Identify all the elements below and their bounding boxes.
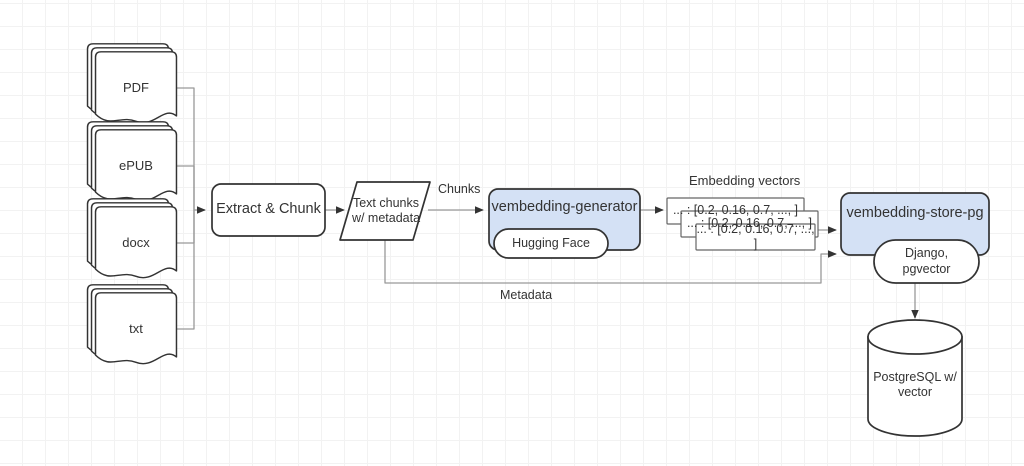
source-doc-txt[interactable] [86, 284, 178, 365]
edge-label-chunks: Chunks [438, 182, 481, 196]
source-doc-docx[interactable] [86, 198, 178, 279]
process-text-chunks-shape[interactable] [339, 181, 431, 241]
source-doc-pdf[interactable] [86, 43, 178, 124]
edge-label-metadata: Metadata [500, 288, 553, 302]
badge-django-pgvector-pill[interactable] [873, 239, 980, 284]
embedding-vector-stack[interactable] [666, 197, 819, 251]
process-extract-chunk-box[interactable] [211, 183, 326, 237]
database-postgresql-cylinder[interactable] [867, 319, 963, 437]
source-doc-epub[interactable] [86, 121, 178, 202]
embedding-vectors-heading: Embedding vectors [689, 173, 801, 188]
badge-hugging-face-pill[interactable] [493, 228, 609, 259]
